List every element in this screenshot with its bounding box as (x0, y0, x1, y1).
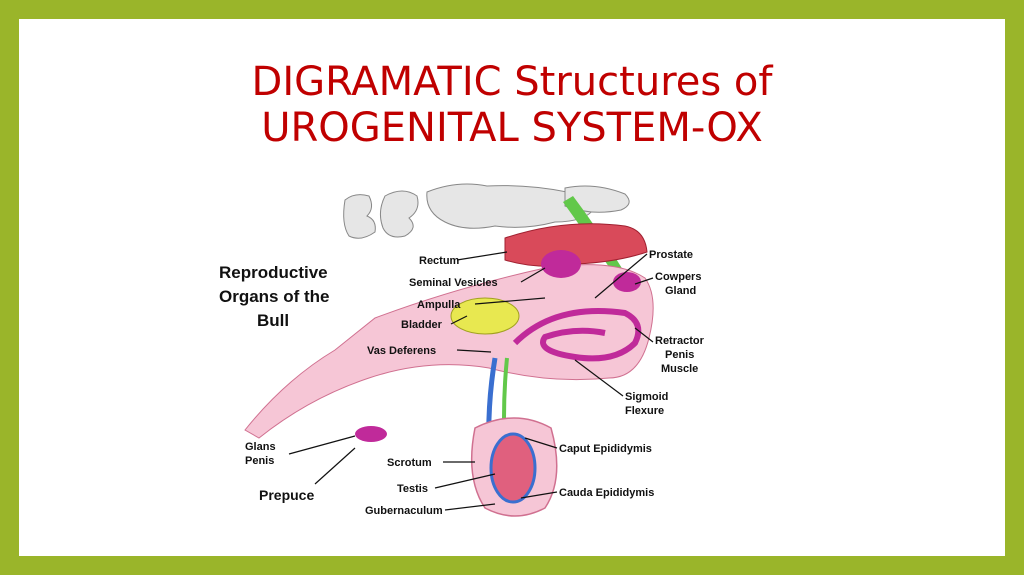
label-caput-epididymis: Caput Epididymis (559, 443, 652, 455)
label-retractor-penis-muscle-1: Retractor (655, 335, 705, 347)
diagram-heading-1: Reproductive (219, 263, 328, 282)
label-prostate: Prostate (649, 249, 693, 261)
title-line-2: UROGENITAL SYSTEM-OX (261, 105, 763, 151)
label-seminal-vesicles: Seminal Vesicles (409, 277, 498, 289)
label-retractor-penis-muscle-3: Muscle (661, 363, 698, 375)
label-scrotum: Scrotum (387, 457, 432, 469)
label-sigmoid-flexure-1: Sigmoid (625, 391, 668, 403)
testis-shape (489, 432, 537, 504)
label-gubernaculum: Gubernaculum (365, 505, 443, 517)
label-glans-penis-1: Glans (245, 441, 276, 453)
label-cauda-epididymis: Cauda Epididymis (559, 487, 654, 499)
reproductive-organs-diagram: Reproductive Organs of the Bull Rectum S… (195, 168, 735, 524)
title-line-1: DIGRAMATIC Structures of (251, 59, 773, 105)
label-glans-penis-2: Penis (245, 455, 274, 467)
label-cowpers-gland-2: Gland (665, 285, 696, 297)
cowpers-gland-shape (613, 272, 641, 292)
diagram-heading-3: Bull (257, 311, 289, 330)
glans-penis-shape (355, 426, 387, 442)
label-sigmoid-flexure-2: Flexure (625, 405, 664, 417)
slide-title: DIGRAMATIC Structures of UROGENITAL SYST… (19, 59, 1005, 151)
label-bladder: Bladder (401, 319, 443, 331)
label-rectum: Rectum (419, 255, 460, 267)
diagram-canvas: Reproductive Organs of the Bull Rectum S… (219, 183, 705, 517)
diagram-heading-2: Organs of the (219, 287, 330, 306)
sigmoid-flexure-shape (512, 308, 642, 362)
bladder-shape (450, 297, 520, 335)
label-cowpers-gland-1: Cowpers (655, 271, 701, 283)
label-testis: Testis (397, 483, 428, 495)
label-retractor-penis-muscle-2: Penis (665, 349, 694, 361)
label-prepuce: Prepuce (259, 487, 314, 503)
label-ampulla: Ampulla (417, 299, 461, 311)
vertebrae (343, 183, 630, 239)
label-vas-deferens: Vas Deferens (367, 345, 436, 357)
seminal-vesicles-shape (541, 250, 581, 278)
